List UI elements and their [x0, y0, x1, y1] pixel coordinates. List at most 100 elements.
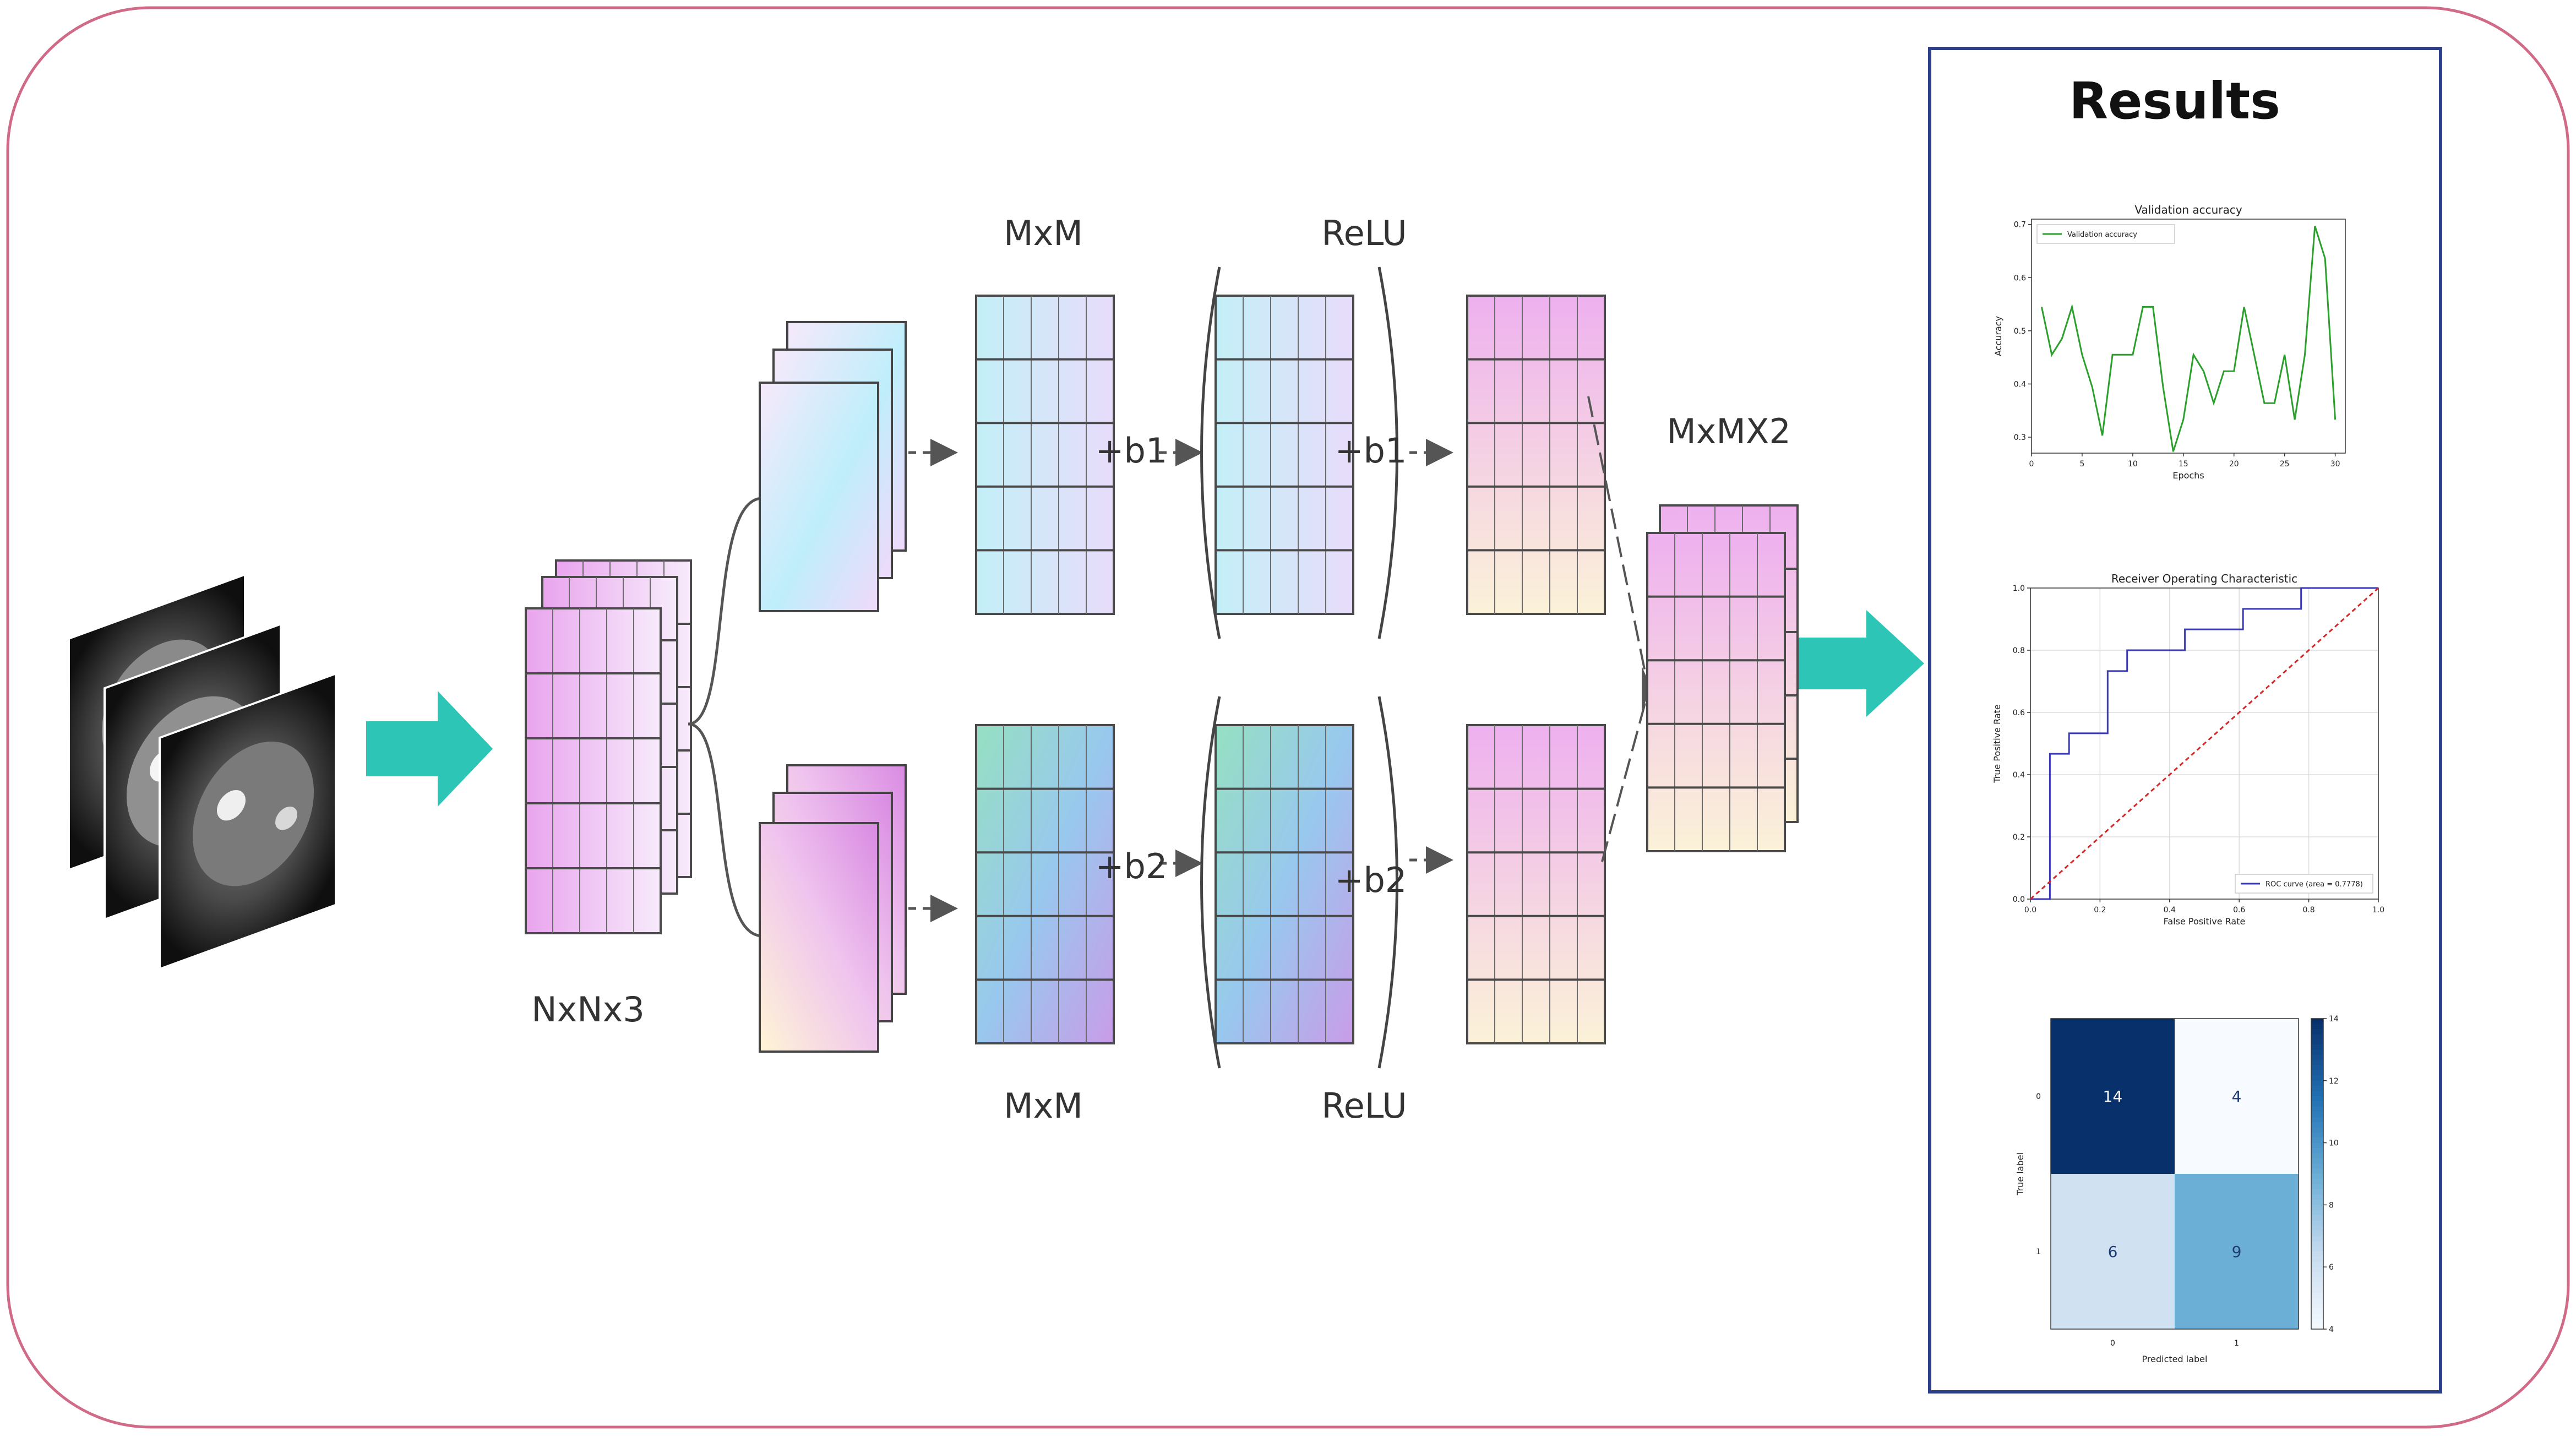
colorbar-step	[2311, 1282, 2323, 1288]
colorbar-step	[2311, 1039, 2323, 1045]
colorbar-step	[2311, 1174, 2323, 1180]
colorbar-step	[2311, 1303, 2323, 1309]
colorbar-tick-label: 4	[2329, 1325, 2334, 1334]
colorbar-step	[2311, 1127, 2323, 1133]
colorbar-step	[2311, 1231, 2323, 1237]
cm-frame	[2050, 1018, 2299, 1330]
legend-entry: ROC curve (area = 0.7778)	[2265, 880, 2363, 889]
colorbar-step	[2311, 1205, 2323, 1211]
output-arrow	[1798, 610, 1924, 717]
colorbar-step	[2311, 1148, 2323, 1154]
colorbar-step	[2311, 1096, 2323, 1102]
cm-cell	[2175, 1174, 2299, 1329]
chart-legend: Validation accuracy	[2036, 224, 2175, 244]
plot-frame	[2030, 587, 2379, 900]
x-tick-label: 0.4	[2164, 906, 2176, 915]
activation-grid-top	[1466, 295, 1606, 615]
colorbar-step	[2311, 1277, 2323, 1283]
colorbar-step	[2311, 1308, 2323, 1314]
x-tick-label: 0.6	[2233, 906, 2245, 915]
input-arrow	[366, 691, 493, 807]
y-tick-label: 0.6	[2013, 709, 2025, 717]
output-volume	[1646, 504, 1799, 852]
flow-arrows	[908, 439, 1453, 922]
relu-bottom-label: ReLU	[1321, 1086, 1407, 1126]
colorbar-step	[2311, 1112, 2323, 1118]
colorbar-step	[2311, 1293, 2323, 1299]
legend-entry: Validation accuracy	[2067, 231, 2137, 239]
cm-y-tick-label: 1	[2036, 1248, 2041, 1256]
colorbar-step	[2311, 1168, 2323, 1174]
x-tick-label: 0.2	[2094, 906, 2106, 915]
y-axis-label: True Positive Rate	[1992, 704, 2002, 783]
colorbar-step	[2311, 1122, 2323, 1128]
cm-cell	[2051, 1174, 2175, 1329]
plot-frame	[2031, 219, 2346, 454]
series-line-0	[2040, 226, 2337, 452]
colorbar-step	[2311, 1080, 2323, 1087]
cm-cell-value: 14	[2103, 1087, 2123, 1106]
x-tick-label: 10	[2128, 460, 2138, 469]
colorbar-step	[2311, 1210, 2323, 1216]
colorbar-step	[2311, 1287, 2323, 1294]
colorbar-step	[2311, 1054, 2323, 1061]
bias-bottom-2-label: +b2	[1335, 860, 1407, 900]
y-tick-label: 0.7	[2014, 221, 2026, 230]
output-volume-label: MxMX2	[1666, 411, 1791, 451]
series-line-0	[2030, 587, 2378, 900]
colorbar-step	[2311, 1256, 2323, 1262]
y-tick-label: 0.4	[2014, 380, 2026, 389]
colorbar-step	[2311, 1235, 2323, 1242]
y-tick-label: 1.0	[2013, 584, 2025, 593]
mxm-grid-bottom	[975, 724, 1115, 1044]
colorbar-step	[2311, 1019, 2323, 1025]
colorbar-step	[2311, 1034, 2323, 1040]
colorbar-step	[2311, 1153, 2323, 1159]
relu-brackets	[1200, 266, 1398, 1069]
bias-top-1-label: +b1	[1096, 431, 1168, 471]
activation-grid-bottom	[1466, 724, 1606, 1044]
chart-title: Receiver Operating Characteristic	[2111, 572, 2297, 585]
colorbar-tick-label: 8	[2329, 1201, 2334, 1210]
colorbar-step	[2311, 1049, 2323, 1055]
cm-cell-value: 9	[2232, 1243, 2242, 1261]
colorbar-step	[2311, 1091, 2323, 1097]
colorbar-step	[2311, 1251, 2323, 1258]
colorbar-step	[2311, 1324, 2323, 1330]
mxm-bottom-label: MxM	[1004, 1086, 1083, 1126]
cm-x-axis-label: Predicted label	[2142, 1354, 2208, 1364]
y-tick-label: 0.5	[2014, 327, 2026, 336]
colorbar-step	[2311, 1261, 2323, 1268]
colorbar-step	[2311, 1137, 2323, 1144]
colorbar-step	[2311, 1044, 2323, 1050]
branch-curve-top	[688, 497, 763, 726]
colorbar-tick-label: 12	[2329, 1077, 2339, 1086]
colorbar-step	[2311, 1142, 2323, 1148]
input-slice-1	[525, 607, 662, 934]
cm-cell	[2051, 1019, 2175, 1174]
cm-x-tick-label: 0	[2110, 1339, 2115, 1348]
colorbar-step	[2311, 1028, 2323, 1035]
y-tick-label: 0.2	[2013, 833, 2025, 842]
colorbar-step	[2311, 1106, 2323, 1113]
y-tick-label: 0.0	[2013, 895, 2025, 904]
x-tick-label: 0.8	[2302, 906, 2314, 915]
mxm-top-label: MxM	[1004, 213, 1083, 253]
cm-x-tick-label: 1	[2234, 1339, 2239, 1348]
colorbar-tick-label: 10	[2329, 1139, 2339, 1148]
bias-top-2-label: +b1	[1335, 431, 1407, 471]
colorbar-step	[2311, 1075, 2323, 1081]
colorbar-step	[2311, 1313, 2323, 1320]
colorbar-step	[2311, 1215, 2323, 1221]
x-axis-label: False Positive Rate	[2164, 916, 2246, 927]
kernel-stack-top	[759, 321, 907, 612]
cm-y-tick-label: 0	[2036, 1092, 2041, 1101]
x-tick-label: 25	[2280, 460, 2290, 469]
colorbar-step	[2311, 1194, 2323, 1200]
merge-lines	[1587, 396, 1647, 862]
series-line-1	[2030, 587, 2379, 900]
colorbar-step	[2311, 1226, 2323, 1232]
bias-bottom-1-label: +b2	[1096, 846, 1168, 886]
